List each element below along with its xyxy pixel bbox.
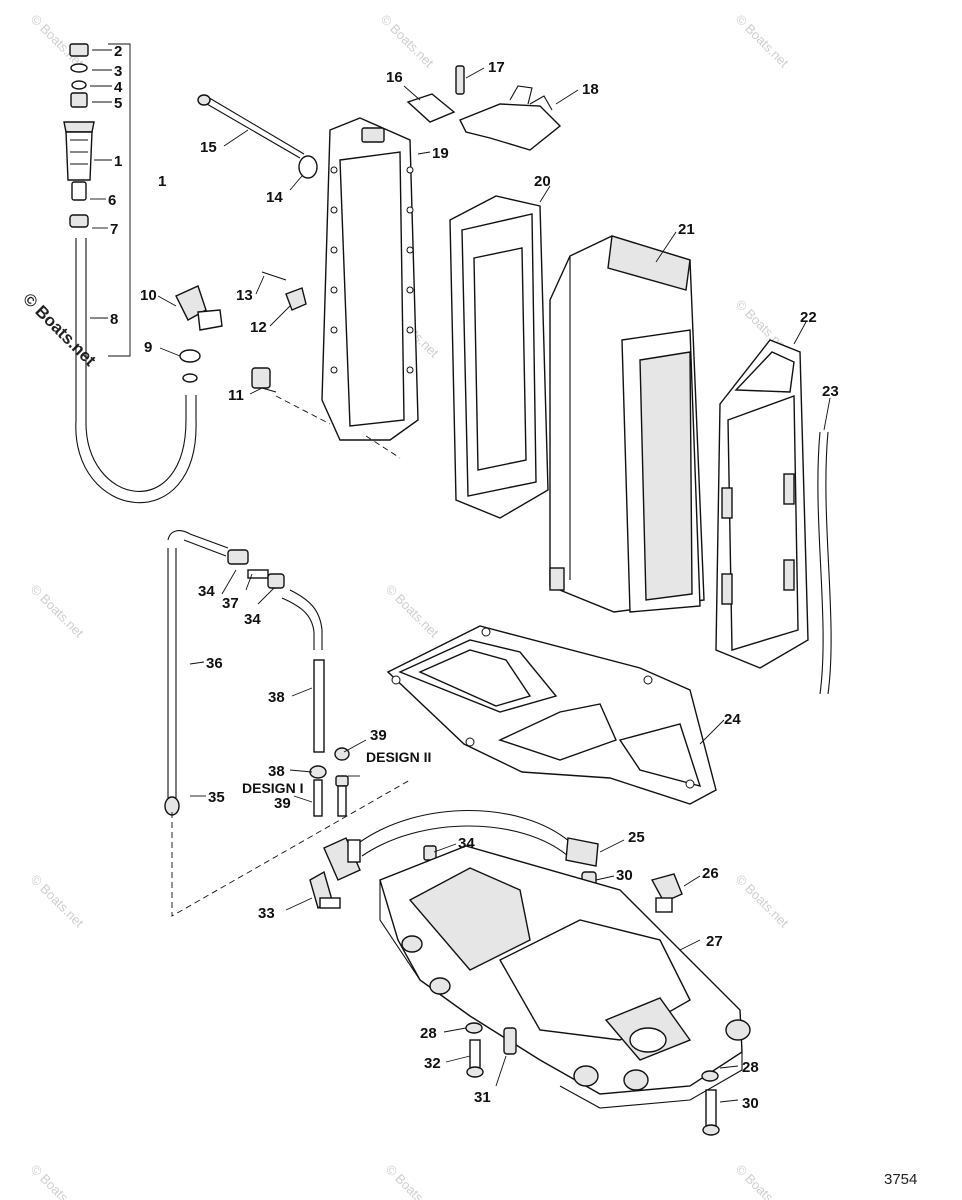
callout-11: 11 <box>228 387 244 404</box>
callout-20: 20 <box>534 173 551 190</box>
callout-labels: 2 3 4 5 1 1 6 7 8 10 9 11 12 13 14 15 16… <box>108 43 839 1112</box>
design-1-label: DESIGN I <box>242 780 303 796</box>
callout-9: 9 <box>144 339 152 356</box>
callout-34: 35 <box>208 789 225 806</box>
callout-23: 23 <box>822 383 839 400</box>
adaptor-plate <box>379 845 751 1109</box>
callout-17: 17 <box>488 59 505 76</box>
callout-2: 2 <box>114 43 122 60</box>
callout-1: 1 <box>158 173 166 190</box>
exhaust-divider-block <box>549 235 705 613</box>
exhaust-cover <box>197 94 419 459</box>
callout-16: 16 <box>386 69 403 86</box>
callout-34: 34 <box>198 583 215 600</box>
hose-assembly-left <box>164 530 411 917</box>
exhaust-gasket <box>449 195 549 519</box>
watermark-tile: © Boats.net <box>378 12 437 71</box>
callout-24: 24 <box>724 711 741 728</box>
design-fittings <box>309 747 350 817</box>
callout-13: 13 <box>236 287 253 304</box>
divider-gasket <box>715 339 809 669</box>
fitting-stack <box>63 43 197 504</box>
leader-lines <box>90 49 831 1103</box>
callout-12: 12 <box>250 319 267 336</box>
callout-34: 34 <box>244 611 261 628</box>
callout-30: 30 <box>616 867 633 884</box>
callout-28: 28 <box>742 1059 759 1076</box>
callout-18: 18 <box>582 81 599 98</box>
callout-1: 1 <box>114 153 122 170</box>
watermark-tile: © Boats.net <box>28 582 87 641</box>
callout-10: 10 <box>140 287 157 304</box>
callout-36: 37 <box>222 595 239 612</box>
watermark-tile: © Boats.net <box>383 582 442 641</box>
watermark-tile: © Boats.net <box>383 1162 442 1200</box>
callout-6: 6 <box>108 192 116 209</box>
figure-number: 3754 <box>884 1171 917 1188</box>
callout-38: 39 <box>370 727 387 744</box>
top-plate-and-bracket <box>406 65 562 151</box>
watermark-tile: © Boats.net <box>28 12 87 71</box>
callout-33: 34 <box>458 835 475 852</box>
watermark-main: © Boats.net <box>19 289 100 370</box>
design-2-label: DESIGN II <box>366 749 431 765</box>
watermark-tile: © Boats.net <box>733 1162 792 1200</box>
watermark-tile: © Boats.net <box>28 872 87 931</box>
callout-3: 3 <box>114 63 122 80</box>
callout-22: 22 <box>800 309 817 326</box>
watermark-tile: © Boats.net <box>733 12 792 71</box>
long-tube <box>817 431 832 695</box>
callout-5: 5 <box>114 95 122 112</box>
callout-21: 21 <box>678 221 695 238</box>
callout-25: 25 <box>628 829 645 846</box>
callout-39: 39 <box>274 795 291 812</box>
callout-30: 31 <box>474 1089 491 1106</box>
callout-28: 28 <box>420 1025 437 1042</box>
callout-27: 27 <box>706 933 723 950</box>
callout-37: 38 <box>268 689 285 706</box>
watermark-tile: © Boats.net <box>28 1162 87 1200</box>
watermark-tile: © Boats.net <box>733 872 792 931</box>
callout-32: 33 <box>258 905 275 922</box>
elbow-fitting <box>175 285 223 383</box>
callout-19: 19 <box>432 145 449 162</box>
callout-26: 26 <box>702 865 719 882</box>
callout-31: 32 <box>424 1055 441 1072</box>
callout-8: 8 <box>110 311 118 328</box>
callout-29: 30 <box>742 1095 759 1112</box>
water-hose <box>323 809 599 881</box>
adaptor-plate-gasket <box>386 625 717 805</box>
callout-38: 38 <box>268 763 285 780</box>
callout-7: 7 <box>110 221 118 238</box>
callout-35: 36 <box>206 655 223 672</box>
callout-14: 14 <box>266 189 283 206</box>
callout-4: 4 <box>114 79 123 96</box>
callout-15: 15 <box>200 139 217 156</box>
